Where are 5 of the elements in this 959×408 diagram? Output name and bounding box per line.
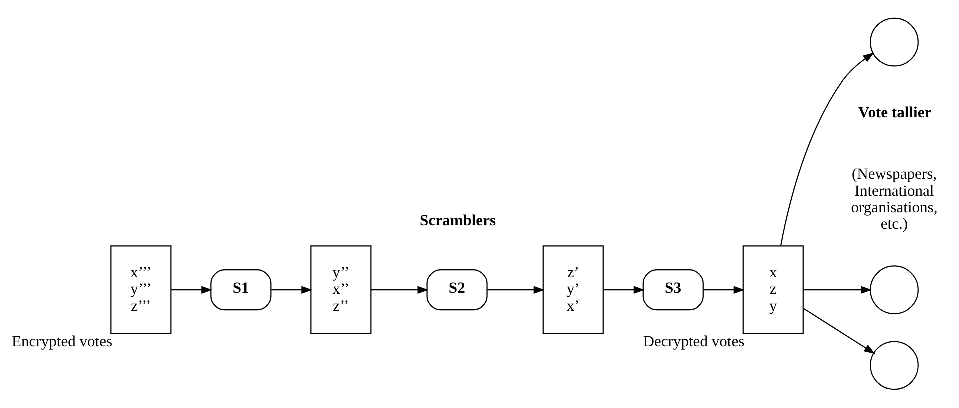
label: Vote tallier [858, 104, 932, 122]
label: Scramblers [420, 212, 496, 230]
label: (Newspapers, International organisations, etc.) [851, 166, 938, 234]
node-label: Decrypted votes [643, 333, 745, 350]
node-label: Encrypted votes [12, 333, 113, 350]
